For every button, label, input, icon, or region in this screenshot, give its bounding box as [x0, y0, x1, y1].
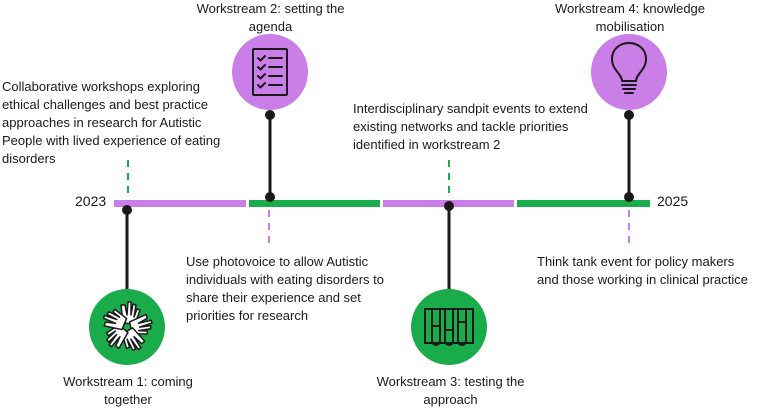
connector-dot-ws2-bar	[265, 192, 275, 202]
lightbulb-icon	[611, 42, 647, 94]
connector-dot-ws1	[122, 205, 132, 215]
ws4-description: Think tank event for policy makers and t…	[537, 254, 748, 287]
ws3-description: Interdisciplinary sandpit events to exte…	[353, 101, 588, 152]
connector-dot-ws4	[624, 110, 634, 120]
ws1-circle	[89, 289, 165, 365]
end-year-label: 2025	[657, 193, 689, 209]
ws2-description: Use photovoice to allow Autistic individ…	[186, 254, 384, 323]
ws3-title: Workstream 3: testing the approach	[376, 374, 525, 407]
timeline-segment-4	[517, 200, 650, 207]
checklist-icon	[252, 48, 288, 96]
start-year-label: 2023	[75, 193, 107, 209]
connector-dot-ws3	[444, 201, 454, 211]
connector-dot-ws2	[265, 110, 275, 120]
timeline-segment-2	[249, 200, 380, 207]
timeline-segment-1	[114, 200, 246, 207]
ws4-title: Workstream 4: knowledge mobilisation	[554, 1, 706, 34]
connector-dot-ws4-bar	[624, 192, 634, 202]
ws3-circle	[411, 289, 487, 365]
ws2-title: Workstream 2: setting the agenda	[196, 1, 345, 34]
ws1-description: Collaborative workshops exploring ethica…	[2, 79, 221, 166]
hands-together-icon	[102, 301, 153, 351]
ws1-title: Workstream 1: coming together	[63, 374, 193, 407]
ws4-circle	[591, 34, 667, 110]
test-tubes-icon	[424, 308, 474, 346]
ws2-circle	[232, 34, 308, 110]
